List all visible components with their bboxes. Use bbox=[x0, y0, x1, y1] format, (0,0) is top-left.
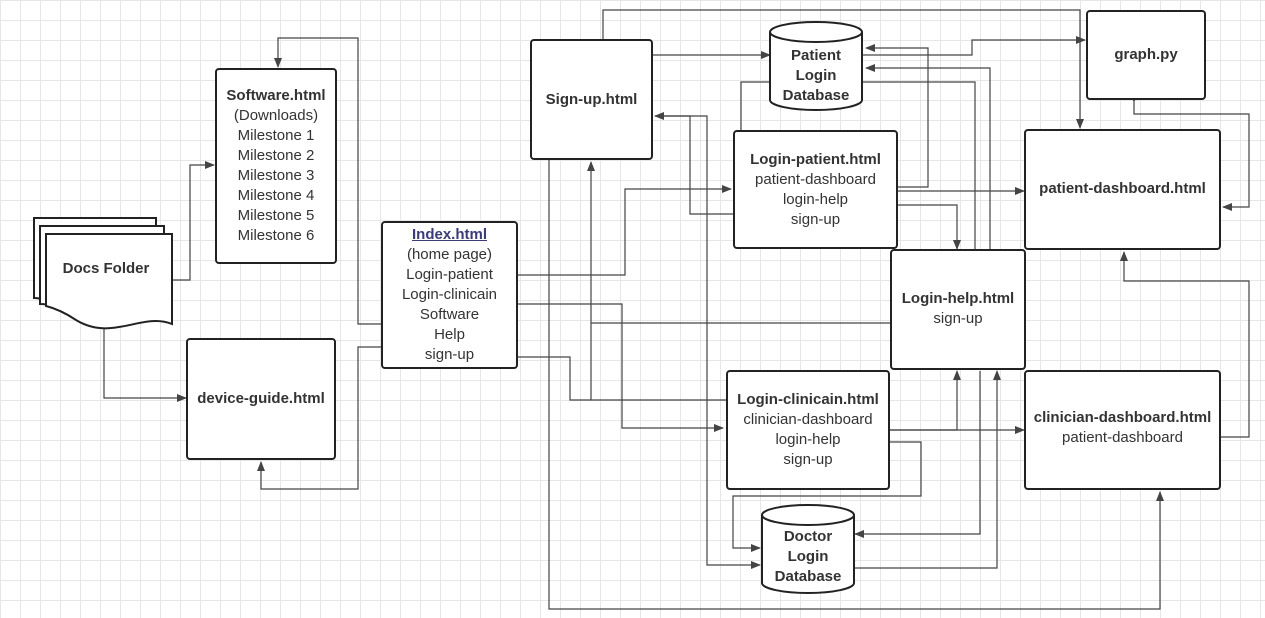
login-patient-line: sign-up bbox=[790, 210, 841, 228]
software-line: (Downloads) bbox=[233, 107, 319, 124]
edge-index-loginclinician bbox=[517, 303, 724, 432]
edge-loginpatient-loginhelp bbox=[898, 204, 961, 250]
login-patient-line: login-help bbox=[782, 190, 849, 208]
doctor-db-line: Database bbox=[774, 568, 842, 585]
docs-folder-shape bbox=[33, 217, 173, 330]
patient-db-line: Patient bbox=[790, 47, 841, 64]
signup-title: Sign-up.html bbox=[545, 90, 638, 108]
patient-db-shape bbox=[769, 21, 863, 111]
login-help-line: sign-up bbox=[933, 310, 983, 327]
software-line: Milestone 2 bbox=[237, 147, 315, 164]
edge-cliniciandash-patientdash bbox=[1120, 251, 1250, 438]
edge-docs-deviceguide bbox=[100, 314, 187, 402]
index-line: Login-clinicain bbox=[401, 286, 498, 303]
software-title: Software.html bbox=[226, 87, 326, 104]
edge-index-loginpatient bbox=[517, 185, 732, 276]
software-line: Milestone 1 bbox=[237, 127, 315, 144]
edge-signup-cliniciandash bbox=[548, 160, 1164, 610]
index-title: Index.html bbox=[411, 226, 487, 243]
node-graph-py[interactable]: graph.py bbox=[1086, 10, 1206, 100]
edge-docs-software bbox=[163, 161, 215, 284]
edge-index-signup bbox=[517, 161, 595, 401]
software-line: Milestone 6 bbox=[237, 227, 315, 244]
clinician-dashboard-line: patient-dashboard bbox=[1062, 429, 1183, 446]
node-clinician-dashboard-html[interactable]: clinician-dashboard.html patient-dashboa… bbox=[1024, 370, 1221, 490]
login-clinician-line: login-help bbox=[775, 431, 841, 448]
node-login-patient-html[interactable]: Login-patient.html patient-dashboard log… bbox=[733, 130, 898, 249]
node-index-html[interactable]: Index.html (home page) Login-patient Log… bbox=[381, 221, 518, 369]
index-line: sign-up bbox=[424, 346, 475, 363]
node-login-help-html[interactable]: Login-help.html sign-up bbox=[890, 249, 1026, 370]
edge-loginpatient-signup bbox=[654, 112, 733, 215]
login-help-title: Login-help.html bbox=[901, 290, 1015, 307]
software-line: Milestone 5 bbox=[237, 207, 315, 224]
graph-title: graph.py bbox=[1114, 46, 1178, 63]
doctor-db-label[interactable]: Doctor Login Database bbox=[762, 527, 854, 587]
node-login-clinician-html[interactable]: Login-clinicain.html clinician-dashboard… bbox=[726, 370, 890, 490]
edge-graph-patientdash bbox=[1130, 93, 1250, 211]
patient-db-label[interactable]: Patient Login Database bbox=[770, 46, 862, 106]
doctor-db-shape bbox=[761, 504, 855, 594]
doctor-db-line: Login bbox=[787, 548, 829, 565]
login-clinician-line: sign-up bbox=[783, 451, 833, 468]
edge-loginhelp-doctordb bbox=[854, 371, 981, 538]
software-line: Milestone 4 bbox=[237, 187, 315, 204]
edge-signup-doctordb bbox=[655, 115, 761, 569]
edge-index-software bbox=[274, 37, 381, 325]
edge-index-deviceguide bbox=[257, 346, 381, 490]
software-line: Milestone 3 bbox=[237, 167, 315, 184]
node-device-guide-html[interactable]: device-guide.html bbox=[186, 338, 336, 460]
login-patient-title: Login-patient.html bbox=[750, 150, 881, 168]
docs-folder-label[interactable]: Docs Folder bbox=[62, 260, 150, 277]
edge-signup-graph bbox=[602, 9, 1084, 129]
device-guide-title: device-guide.html bbox=[197, 390, 325, 407]
node-patient-dashboard-html[interactable]: patient-dashboard.html bbox=[1024, 129, 1221, 250]
index-line: (home page) bbox=[406, 246, 493, 263]
login-clinician-title: Login-clinicain.html bbox=[737, 391, 879, 408]
edge-patientdb-graph bbox=[855, 36, 1086, 59]
login-clinician-line: clinician-dashboard bbox=[743, 411, 873, 428]
edge-loginclinician-doctordb bbox=[732, 438, 922, 552]
index-line: Help bbox=[434, 326, 465, 343]
node-signup-html[interactable]: Sign-up.html bbox=[530, 39, 653, 160]
index-line: Software bbox=[419, 306, 480, 323]
patient-db-line: Login bbox=[795, 67, 837, 84]
doctor-db-line: Doctor bbox=[783, 528, 833, 545]
patient-db-line: Database bbox=[782, 87, 850, 104]
edge-loginclinician-loginhelp bbox=[890, 370, 961, 431]
index-line: Login-patient bbox=[406, 266, 493, 283]
clinician-dashboard-title: clinician-dashboard.html bbox=[1033, 409, 1212, 426]
login-patient-line: patient-dashboard bbox=[755, 170, 876, 188]
edge-loginhelp-patientdb-b bbox=[865, 64, 991, 249]
patient-dashboard-title: patient-dashboard.html bbox=[1039, 180, 1206, 197]
edge-doctordb-loginhelp bbox=[855, 370, 1001, 569]
node-software-html[interactable]: Software.html (Downloads) Milestone 1 Mi… bbox=[215, 68, 337, 264]
